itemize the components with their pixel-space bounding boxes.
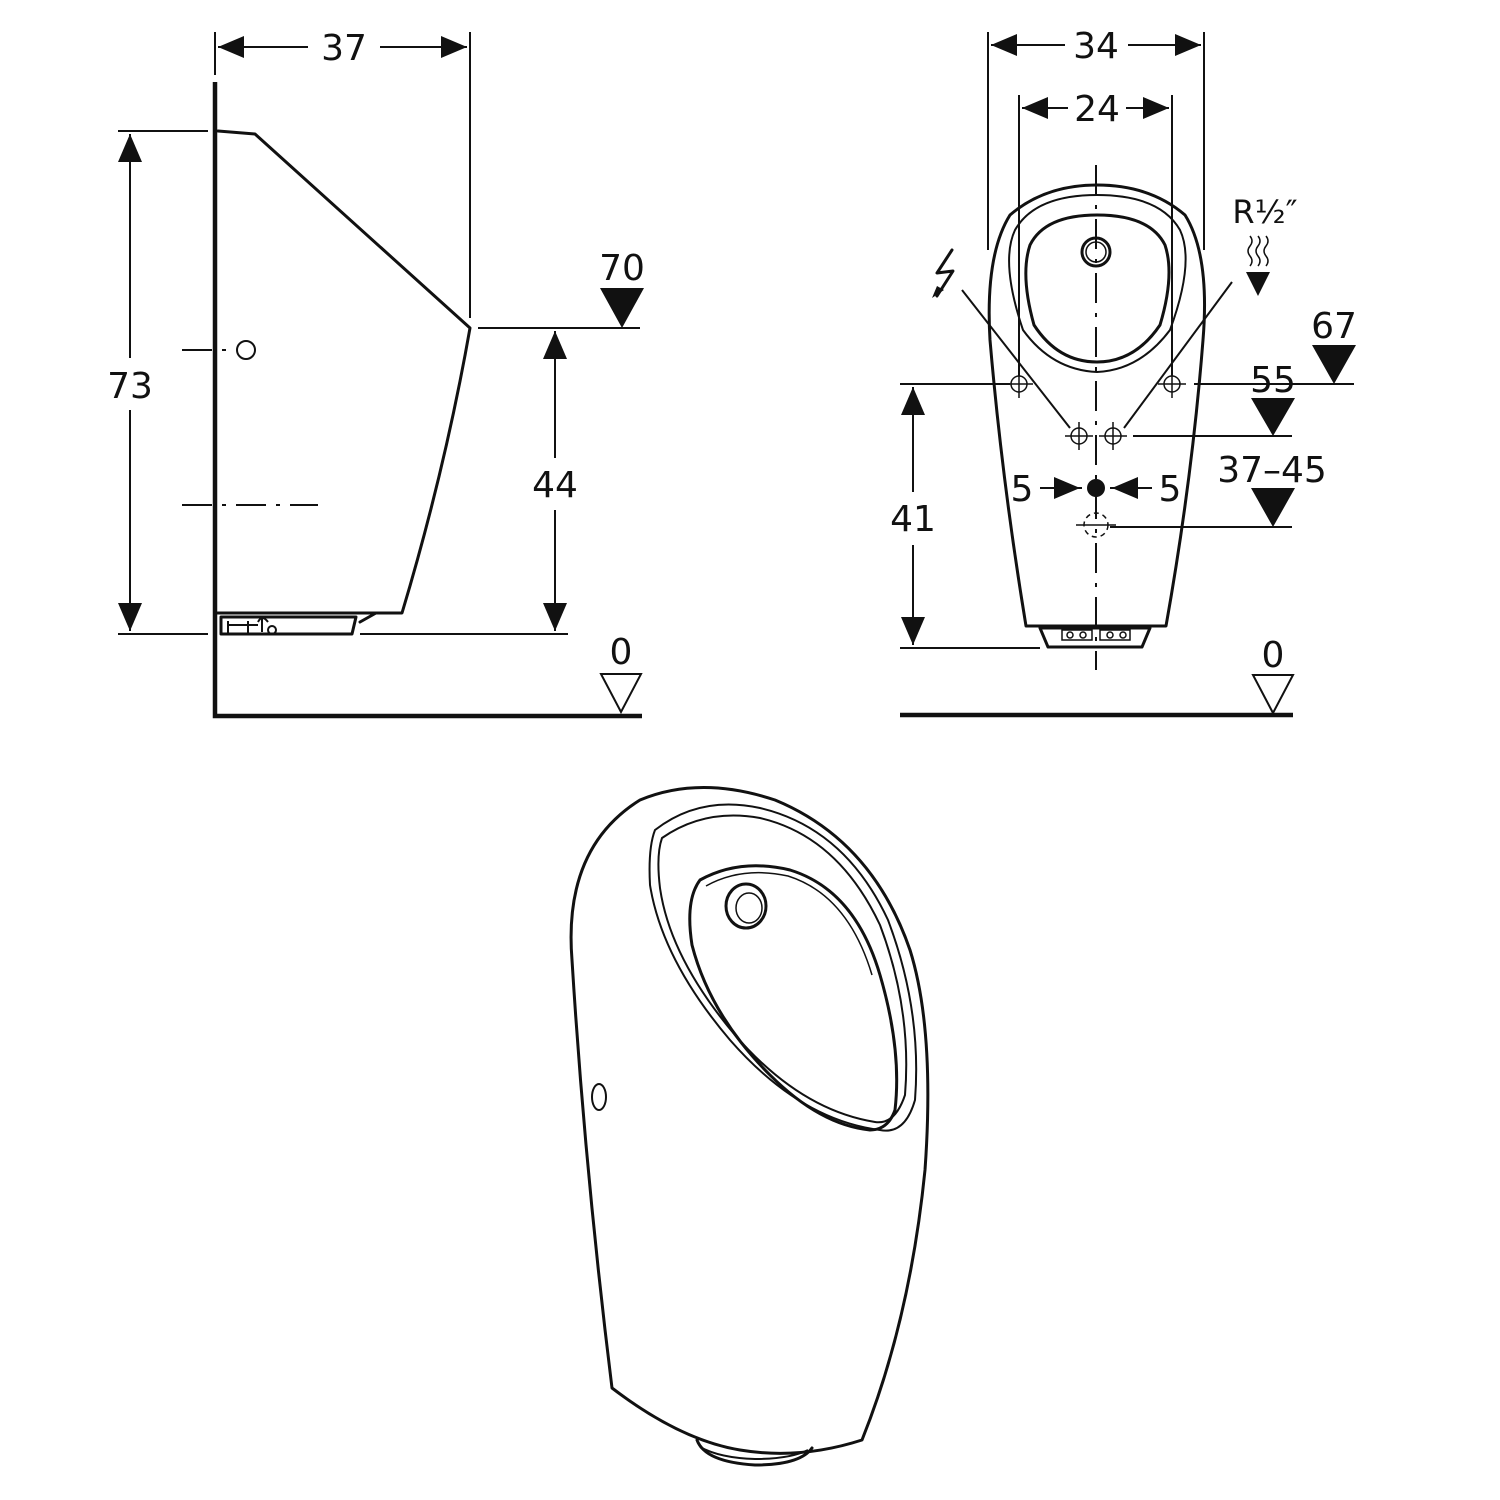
connection-point-centre-right: [1099, 422, 1127, 450]
perspective-view: [569, 786, 930, 1467]
lightning-bolt-icon: [932, 248, 955, 298]
dim-front-offset-right: 5: [1159, 469, 1182, 510]
dim-height-arrow-top: [118, 134, 142, 162]
dim-bottom-arrow-bottom: [901, 617, 925, 645]
leader-water: [1123, 281, 1233, 429]
dim-inner-arrow-right: [1143, 97, 1169, 119]
leader-electrical: [961, 289, 1071, 429]
dim-front-bottom-height: 41: [890, 499, 936, 540]
connection-point-centre-left: [1065, 422, 1093, 450]
dim-side-width: 37: [321, 28, 367, 69]
dim-front-width: 34: [1073, 26, 1119, 67]
perspective-side-connection: [591, 1083, 607, 1111]
dim-bottom-arrow-top: [901, 387, 925, 415]
level-side-rim: 70: [599, 248, 645, 289]
level-front-connection: 55: [1250, 360, 1296, 401]
level-front-electrical: 67: [1311, 306, 1357, 347]
side-view: 37 73 44 70 0: [107, 28, 645, 719]
dim-side-height: 73: [107, 366, 153, 407]
side-bottom-fitting: [257, 617, 269, 623]
level-marker-floor-front: [1251, 674, 1295, 716]
side-bottom-detail: [227, 617, 263, 633]
front-bottom-slots: [1061, 629, 1131, 641]
front-view: 34 24 R½″ 67 55 37–45: [890, 26, 1357, 718]
level-front-floor: 0: [1262, 635, 1285, 676]
side-bottom-housing: [219, 615, 358, 636]
dim-front-width-arrow-left: [991, 34, 1017, 56]
drain-point: [1076, 512, 1116, 538]
wall-line: [212, 82, 642, 719]
dim-width-arrow-left: [218, 36, 244, 58]
dim-front-width-arrow-right: [1175, 34, 1201, 56]
front-bottom-hole-3: [1106, 631, 1114, 639]
perspective-drain-base-detail: [699, 1446, 809, 1461]
perspective-bowl-inner-edge: [705, 871, 873, 976]
perspective-flush-outlet-inner: [735, 892, 763, 924]
dim-width-arrow-right: [441, 36, 467, 58]
level-marker-rim: [600, 288, 644, 328]
front-bowl-rim: [1008, 193, 1187, 374]
level-front-drain: 37–45: [1217, 450, 1327, 491]
front-centre-dot: [1087, 479, 1105, 497]
side-profile: [216, 129, 472, 615]
level-marker-electrical: [1312, 345, 1356, 384]
front-bowl-inner: [1024, 213, 1171, 364]
front-bottom-hole-4: [1119, 631, 1127, 639]
perspective-body-outline: [569, 786, 930, 1455]
level-marker-floor-side: [599, 673, 643, 715]
level-marker-connection: [1251, 398, 1295, 436]
label-water-connection: R½″: [1232, 193, 1297, 231]
perspective-bowl-rim-outer: [648, 803, 918, 1132]
perspective-bowl-rim-inner: [657, 814, 908, 1124]
front-bottom-hole-2: [1079, 631, 1087, 639]
level-marker-drain: [1251, 488, 1295, 527]
dim-front-inner-width: 24: [1074, 89, 1120, 130]
dim-offset-arrow-right: [1112, 477, 1138, 499]
dim-height-arrow-bottom: [118, 603, 142, 631]
water-supply-icon: [1246, 235, 1270, 296]
dim-rim-arrow-top: [543, 331, 567, 359]
dim-front-offset-left: 5: [1011, 469, 1034, 510]
side-connection-circle: [236, 340, 256, 360]
front-body-outline: [987, 183, 1206, 628]
dim-offset-arrow-left: [1054, 477, 1080, 499]
front-bottom-housing: [1038, 626, 1152, 649]
perspective-drain-base: [695, 1438, 814, 1467]
perspective-bowl-inner: [688, 864, 899, 1132]
side-profile-base: [216, 611, 378, 624]
dim-inner-arrow-left: [1022, 97, 1048, 119]
perspective-flush-outlet-outer: [724, 882, 768, 930]
dim-rim-arrow-bottom: [543, 603, 567, 631]
side-bottom-screw: [267, 625, 277, 635]
front-bottom-hole-1: [1066, 631, 1074, 639]
dim-side-rim-height: 44: [532, 465, 578, 506]
level-side-floor: 0: [610, 632, 633, 673]
